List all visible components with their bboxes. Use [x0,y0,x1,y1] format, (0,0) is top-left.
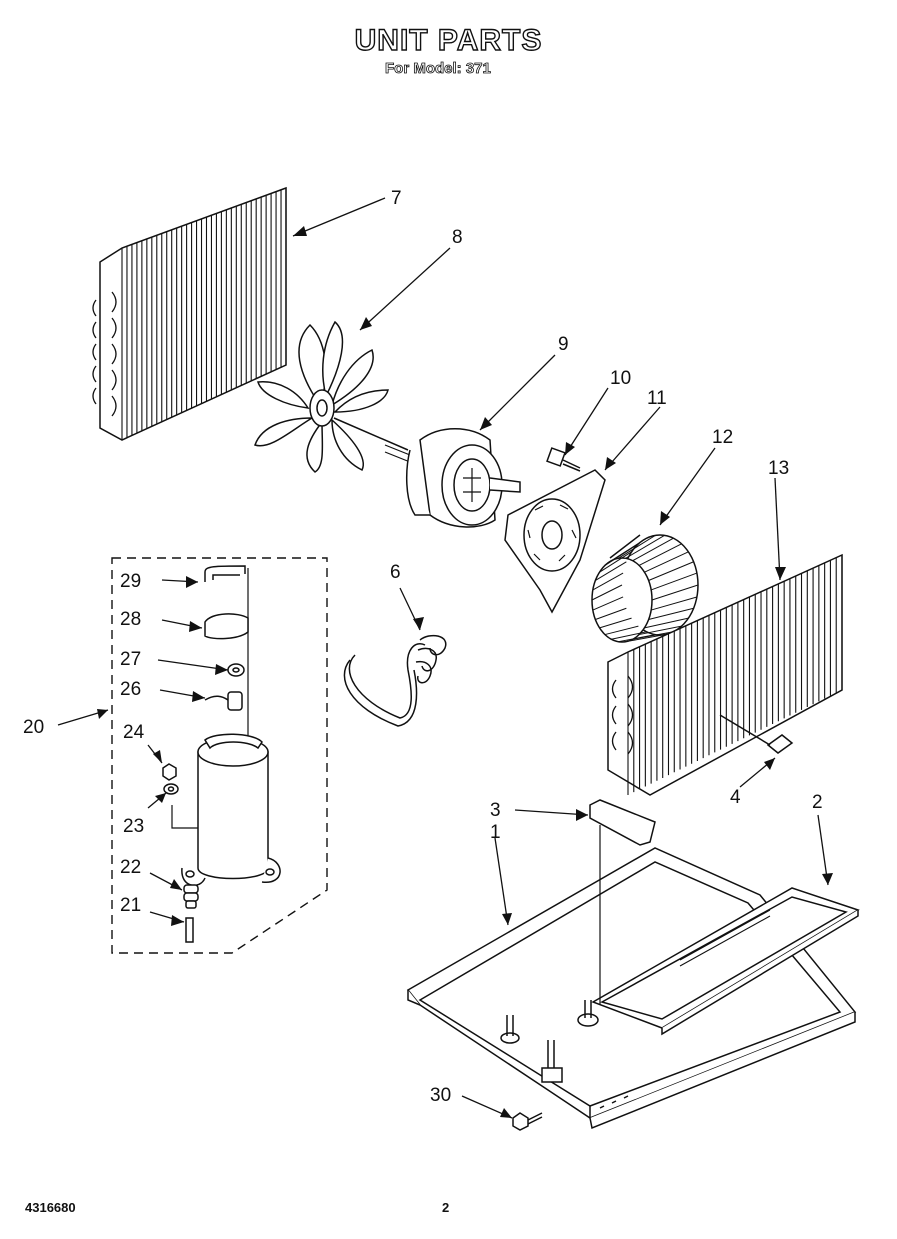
callout-28: 28 [120,609,141,630]
heater-element [343,634,447,727]
page-title: UNIT PARTS [354,23,543,57]
compressor [181,733,281,887]
fan-motor [405,428,521,528]
callout-26: 26 [120,679,141,700]
callout-3: 3 [490,800,501,821]
grommet [183,884,199,909]
fan-blade [254,320,389,473]
callout-24: 24 [123,722,145,743]
callout-12: 12 [712,427,733,448]
callout-7: 7 [391,188,402,209]
mounting-studs [500,1000,599,1083]
callout-10: 10 [610,368,631,389]
motor-bracket [504,469,606,614]
callout-labels: 7 8 9 10 11 12 13 6 29 28 27 26 20 24 23… [23,188,823,1106]
callout-30: 30 [430,1085,451,1106]
partition-channel [591,887,860,1036]
overload-fuse [204,691,243,711]
mounting-sleeve [185,917,194,943]
page-number: 2 [442,1200,450,1215]
callout-11: 11 [647,388,667,409]
support-bracket [589,799,656,846]
terminal-cover [204,613,249,640]
callout-2: 2 [812,792,823,813]
callout-21: 21 [120,895,141,916]
coil-clip [719,714,794,754]
callout-23: 23 [123,816,144,837]
part-number: 4316680 [25,1200,76,1215]
callout-20: 20 [23,717,44,738]
evaporator-coil [607,553,843,796]
hex-nut [162,763,177,781]
condenser-coil [92,186,287,441]
leader-arrowheads [97,226,833,1118]
blower-wheel [591,534,699,645]
callout-22: 22 [120,857,141,878]
model-subtitle: For Model: 371 [385,60,492,78]
base-screw [512,1112,543,1131]
callout-29: 29 [120,571,141,592]
callout-8: 8 [452,227,463,248]
callout-1: 1 [490,822,501,843]
screw [546,447,581,472]
callout-27: 27 [120,649,141,670]
callout-6: 6 [390,562,401,583]
washer [163,783,179,795]
compressor-assembly-box [111,557,328,954]
terminal-clip [204,565,246,582]
callout-13: 13 [768,458,789,479]
gasket [227,663,245,677]
callout-9: 9 [558,334,569,355]
callout-4: 4 [730,787,741,808]
